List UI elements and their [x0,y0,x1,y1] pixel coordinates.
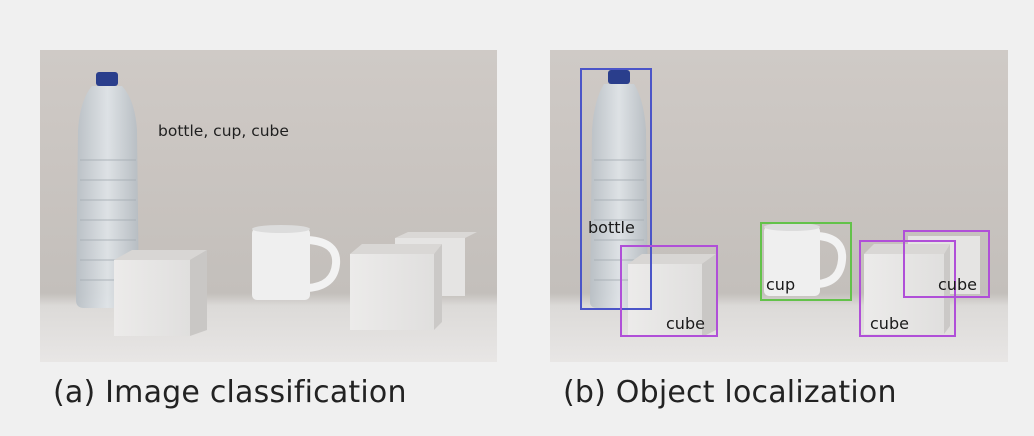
cup-object [764,223,847,296]
cube-object [350,244,442,330]
cup-box-label: cup [766,275,796,294]
classification-label: bottle, cup, cube [158,122,289,140]
caption-image-classification: (a) Image classification [53,375,407,410]
scene-photo [590,70,980,337]
localization-image: bottle cube cup cube cube [550,50,1008,362]
cup-bounding-box [760,222,852,301]
cup-object [252,225,341,300]
cube-bounding-box [620,245,718,337]
cube-box-label: cube [938,275,977,294]
bottle-object [590,70,648,308]
cube-box-label: cube [870,314,909,333]
bottle-box-label: bottle [588,218,635,237]
cube-bounding-box [903,230,990,298]
classification-image: bottle, cup, cube [40,50,497,362]
cube-box-label: cube [666,314,705,333]
caption-object-localization: (b) Object localization [563,375,897,410]
bottle-bounding-box [580,68,652,310]
scene-photo [76,72,477,336]
cube-object [628,254,716,337]
cube-object [114,250,207,336]
cube-bounding-box [859,240,956,337]
